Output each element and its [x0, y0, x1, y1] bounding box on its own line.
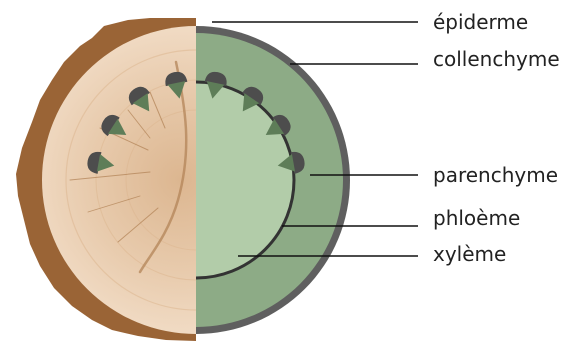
label-parenchyme: parenchyme [433, 163, 558, 187]
label-phloeme: phloème [433, 206, 520, 230]
label-collenchyme: collenchyme [433, 47, 560, 71]
label-epiderme: épiderme [433, 10, 528, 34]
label-xyleme: xylème [433, 242, 506, 266]
